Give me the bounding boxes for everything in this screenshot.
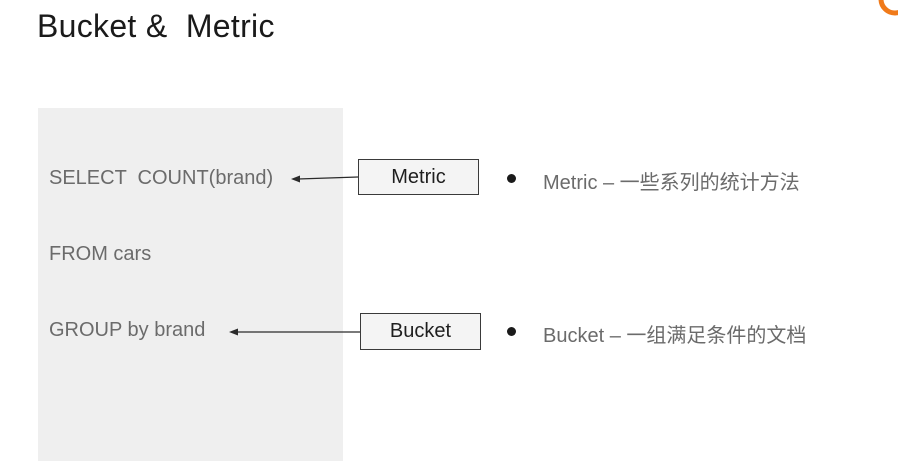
- bucket-box: Bucket: [360, 313, 481, 350]
- bucket-arrow: [229, 328, 360, 336]
- sql-panel: [38, 108, 343, 461]
- page-title: Bucket & Metric: [37, 8, 275, 44]
- metric-arrow: [291, 175, 359, 183]
- bucket-box-label: Bucket: [389, 320, 452, 342]
- bucket-description: Bucket – 一组满足条件的文档: [543, 325, 807, 347]
- metric-bullet: [507, 174, 516, 183]
- brand-logo-icon: [878, 0, 898, 16]
- bucket-bullet: [507, 327, 516, 336]
- metric-description: Metric – 一些系列的统计方法: [543, 172, 800, 194]
- sql-select-line: SELECT COUNT(brand): [49, 167, 274, 189]
- metric-box: Metric: [358, 159, 479, 195]
- sql-from-line: FROM cars: [49, 243, 152, 265]
- sql-group-line: GROUP by brand: [49, 319, 206, 341]
- metric-box-label: Metric: [391, 165, 446, 188]
